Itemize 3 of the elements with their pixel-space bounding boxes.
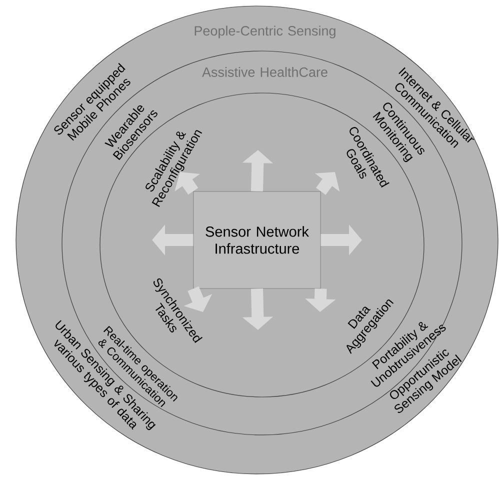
ring-heading: Assistive HealthCare [202, 67, 328, 77]
ring-heading: People-Centric Sensing [194, 26, 336, 38]
process-box: Sensor Network Infrastructure [193, 191, 321, 289]
